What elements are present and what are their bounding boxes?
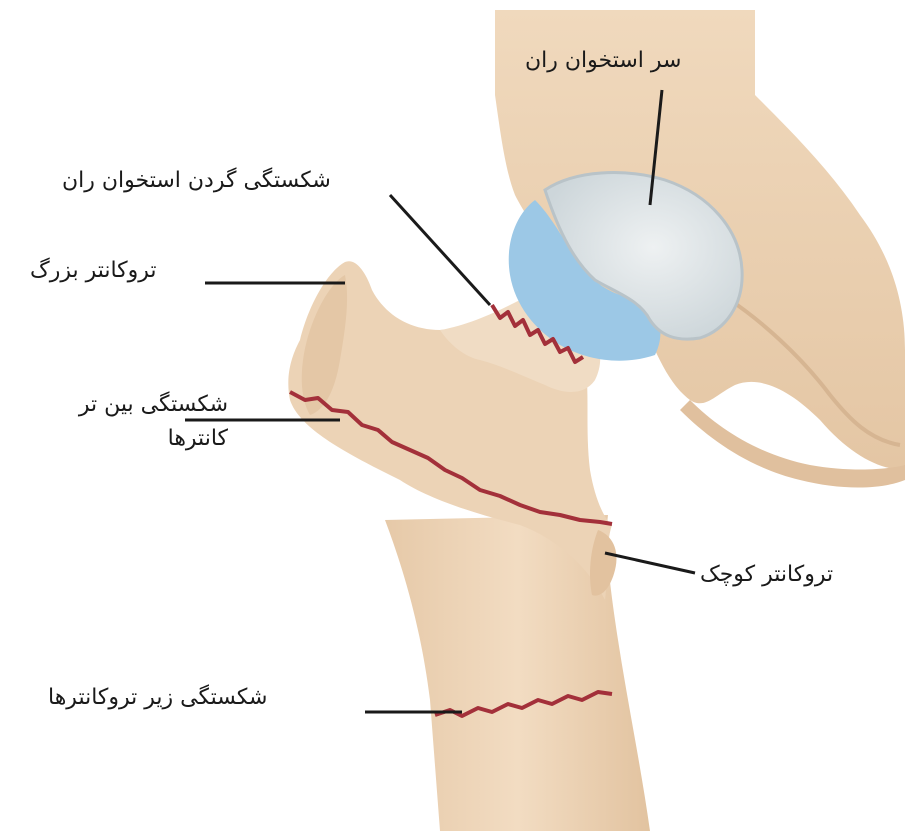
leader-lesser-trochanter xyxy=(605,553,695,573)
label-femoral-neck-fracture: شکستگی گردن استخوان ران xyxy=(62,166,331,196)
label-greater-trochanter: تروکانتر بزرگ xyxy=(30,256,157,286)
label-femoral-head: سر استخوان ران xyxy=(525,46,681,76)
label-subtrochanteric-fracture: شکستگی زیر تروکانترها xyxy=(48,683,267,713)
label-lesser-trochanter: تروکانتر کوچک xyxy=(700,560,833,590)
leader-femoral-neck-fracture xyxy=(390,195,490,305)
label-intertrochanteric-fracture: شکستگی بین تر کانترها xyxy=(10,388,228,456)
